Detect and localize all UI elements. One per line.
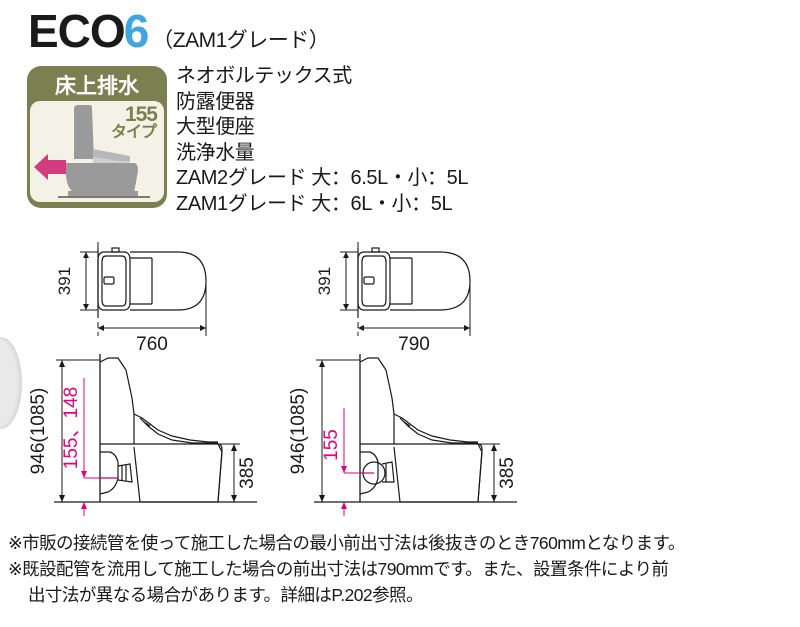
brand-name: ECO	[28, 5, 126, 57]
badge-title: 床上排水	[55, 75, 139, 98]
dimension-drain-height-left: 155、148	[61, 387, 82, 469]
footnotes: ※市販の接続管を使って施工した場合の最小前出寸法は後抜きのとき760mmとなりま…	[8, 530, 798, 608]
spec-line: ZAM1グレード 大：6L・小：5L	[176, 192, 453, 215]
dimension-height-right: 391	[315, 267, 334, 295]
footnote-line: ※既設配管を流用して施工した場合の前出寸法は790mmです。また、設置条件により…	[8, 559, 669, 579]
top-view-drawing-left: 391 760	[55, 242, 207, 352]
top-view-drawing-right: 391 790	[315, 242, 471, 352]
spec-line: 洗浄水量	[176, 141, 255, 164]
badge-illustration-area: 155 タイプ	[30, 101, 164, 202]
footnote-line: ※市販の接続管を使って施工した場合の最小前出寸法は後抜きのとき760mmとなりま…	[8, 533, 685, 553]
dimension-total-height-left: 946(1085)	[28, 388, 49, 475]
toilet-side-illustration	[58, 105, 150, 198]
drainage-arrow-icon	[34, 154, 66, 180]
page-edge-artifact	[0, 337, 22, 429]
footnote-line: 出寸法が異なる場合があります。詳細はP.202参照。	[28, 585, 423, 605]
dimension-drain-height-right: 155	[321, 429, 342, 461]
product-title: ECO 6 （ZAM1グレード）	[28, 5, 330, 57]
spec-line: ネオボルテックス式	[176, 65, 352, 87]
dimension-seat-height-right: 385	[497, 457, 518, 489]
badge-type-number: 155	[124, 103, 158, 126]
badge-type-word: タイプ	[110, 124, 157, 141]
dimension-length-right: 790	[398, 334, 430, 352]
specification-list: ネオボルテックス式 防露便器 大型便座 洗浄水量 ZAM2グレード 大：6.5L…	[176, 64, 468, 217]
dimension-length-left: 760	[136, 334, 168, 352]
side-view-drawing-left: 946(1085) 155、148 385	[28, 354, 258, 516]
side-view-drawing-right: 946(1085) 155 385	[288, 354, 518, 516]
spec-line: 防露便器	[176, 90, 255, 113]
spec-line: 大型便座	[176, 116, 255, 138]
brand-number: 6	[123, 5, 150, 57]
grade-label: （ZAM1グレード）	[152, 29, 330, 52]
dimension-total-height-right: 946(1085)	[288, 388, 309, 475]
drainage-badge: 床上排水 155 タイプ	[27, 66, 167, 208]
spec-line: ZAM2グレード 大：6.5L・小：5L	[176, 167, 469, 189]
dimension-height-left: 391	[55, 267, 74, 295]
dimension-seat-height-left: 385	[237, 457, 258, 489]
